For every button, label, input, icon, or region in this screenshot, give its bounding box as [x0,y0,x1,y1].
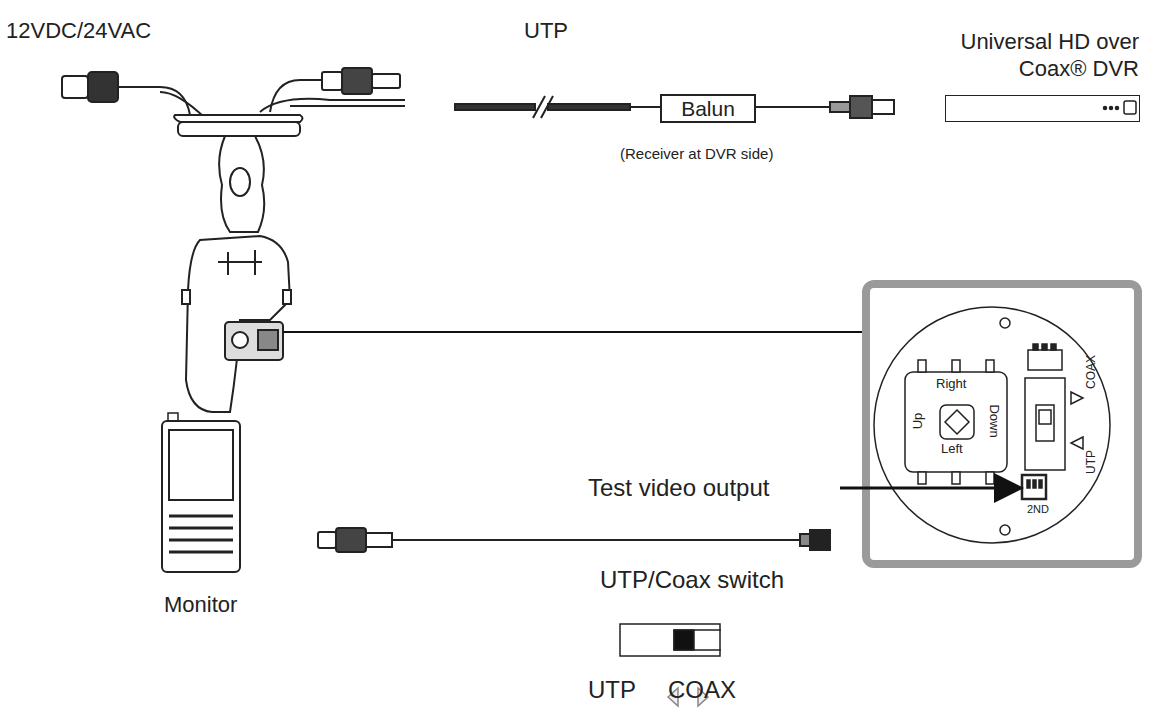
monitor-outline [160,412,242,574]
test-cable [318,528,830,552]
box-label: Balun [670,97,746,120]
balun-box: Balun [660,94,756,123]
device-heading: Monitor [164,592,237,618]
direction-label: Up [911,413,926,430]
power-label: 12VDC/24VAC [6,18,151,43]
port-label: 2ND [1027,503,1049,516]
dvr-box: Universal HD over Coax® DVR [945,95,1140,122]
leader-arrow [840,487,1018,490]
device-heading: Universal HD over Coax® DVR [934,29,1139,82]
direction-label: Left [941,442,963,457]
callout-label: UTP/Coax switch [600,566,784,594]
direction-label: Right [936,377,966,392]
dvr-front [1104,101,1137,114]
direction-label: Down [987,404,1002,437]
camera-body [182,236,291,412]
callout-label: Test video output [588,474,769,502]
switch-position: UTP [1085,450,1099,474]
monitor-device: Monitor [160,412,242,574]
bnc-connector [260,68,405,112]
inset-panel [866,284,1138,564]
switch-position: UTP [588,676,636,704]
inset-leader [283,331,866,333]
note: (Receiver at DVR side) [620,145,773,162]
switch-position: COAX [668,676,736,704]
switch-position: COAX [1085,355,1099,389]
cable-label: UTP [524,18,568,43]
power-connector [62,72,205,118]
camera-mount [174,115,302,232]
